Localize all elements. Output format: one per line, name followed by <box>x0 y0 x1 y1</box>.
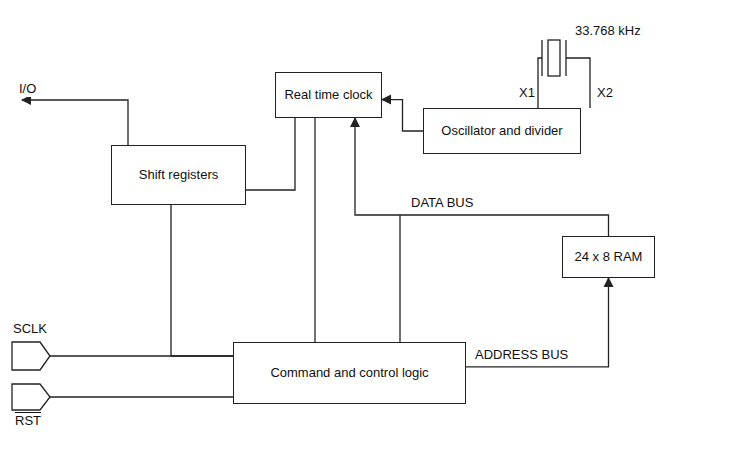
connector <box>382 100 423 131</box>
frequency-label: 33.768 kHz <box>574 24 642 39</box>
x1-wire <box>538 58 542 108</box>
shift-register-box: Shift registers <box>111 145 246 205</box>
node-text: Shift registers <box>135 167 222 183</box>
crystal-symbol <box>548 40 560 76</box>
connector <box>466 278 609 367</box>
bus-label: DATA BUS <box>410 196 474 211</box>
signal-label: RST <box>14 414 42 429</box>
node-text: Command and control logic <box>266 365 432 381</box>
signal-label: SCLK <box>12 322 48 337</box>
crystal-plates <box>542 40 566 76</box>
connector <box>171 205 233 356</box>
sclk-pin <box>12 342 50 370</box>
control-logic-box: Command and control logic <box>233 342 466 404</box>
x2-wire <box>566 58 590 108</box>
rst-pin <box>12 384 50 410</box>
oscillator-box: Oscillator and divider <box>423 108 581 154</box>
rst-wire <box>50 396 233 397</box>
pin-label: X2 <box>596 86 614 101</box>
node-text: Real time clock <box>280 87 376 103</box>
rtc-box: Real time clock <box>275 72 382 118</box>
node-text: Oscillator and divider <box>437 123 566 139</box>
node-text: 24 x 8 RAM <box>571 249 647 265</box>
io-wire <box>22 100 128 145</box>
connector <box>246 118 295 190</box>
bus-tap <box>399 215 400 342</box>
io-pin-label: I/O <box>18 82 37 97</box>
bus-label: ADDRESS BUS <box>474 348 569 363</box>
connector <box>314 118 315 342</box>
pin-label: X1 <box>518 86 536 101</box>
ram-box: 24 x 8 RAM <box>562 236 655 278</box>
